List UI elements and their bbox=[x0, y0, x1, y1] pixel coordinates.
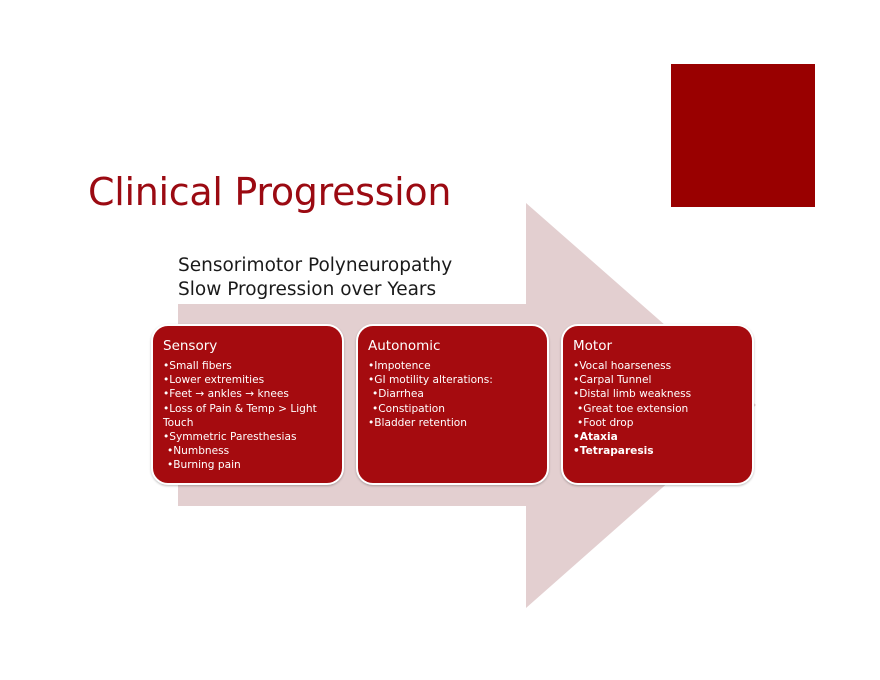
list-item: •Numbness bbox=[167, 445, 230, 458]
list-item: •Lower extremities bbox=[163, 374, 265, 387]
subtitle-line-1: Sensorimotor Polyneuropathy bbox=[178, 255, 453, 276]
subtitle-line-2: Slow Progression over Years bbox=[178, 279, 437, 300]
list-item: •Small fibers bbox=[163, 360, 232, 372]
list-item: •Bladder retention bbox=[368, 416, 467, 429]
list-item: •Distal limb weakness bbox=[573, 388, 692, 401]
list-item: •Vocal hoarseness bbox=[573, 360, 672, 372]
motor-title: Motor bbox=[573, 338, 613, 354]
motor-list: •Vocal hoarseness •Carpal Tunnel •Distal… bbox=[573, 359, 752, 458]
list-item: •Diarrhea bbox=[372, 388, 424, 401]
list-item: •GI motility alterations: bbox=[368, 374, 493, 387]
autonomic-title: Autonomic bbox=[368, 338, 441, 354]
list-item: •Loss of Pain & Temp > Light Touch bbox=[163, 402, 317, 429]
autonomic-list: •Impotence •GI motility alterations: •Di… bbox=[368, 359, 547, 430]
sensory-box: Sensory •Small fibers •Lower extremities… bbox=[151, 324, 344, 485]
slide-subtitle: Sensorimotor Polyneuropathy Slow Progres… bbox=[178, 254, 452, 302]
list-item: •Great toe extension bbox=[577, 402, 689, 415]
motor-box: Motor •Vocal hoarseness •Carpal Tunnel •… bbox=[561, 324, 754, 485]
list-item: •Ataxia bbox=[573, 431, 618, 444]
slide-title: Clinical Progression bbox=[88, 170, 452, 214]
list-item: •Carpal Tunnel bbox=[573, 374, 652, 387]
sensory-title: Sensory bbox=[163, 338, 218, 354]
list-item: •Symmetric Paresthesias bbox=[163, 431, 297, 444]
accent-square bbox=[671, 64, 815, 207]
list-item: •Impotence bbox=[368, 360, 431, 372]
list-item: •Foot drop bbox=[577, 416, 634, 429]
list-item: •Burning pain bbox=[167, 459, 241, 472]
list-item: •Tetraparesis bbox=[573, 445, 654, 458]
list-item: •Constipation bbox=[372, 402, 445, 415]
sensory-list: •Small fibers •Lower extremities •Feet →… bbox=[163, 359, 342, 473]
autonomic-box: Autonomic •Impotence •GI motility altera… bbox=[356, 324, 549, 485]
list-item: •Feet → ankles → knees bbox=[163, 388, 289, 401]
